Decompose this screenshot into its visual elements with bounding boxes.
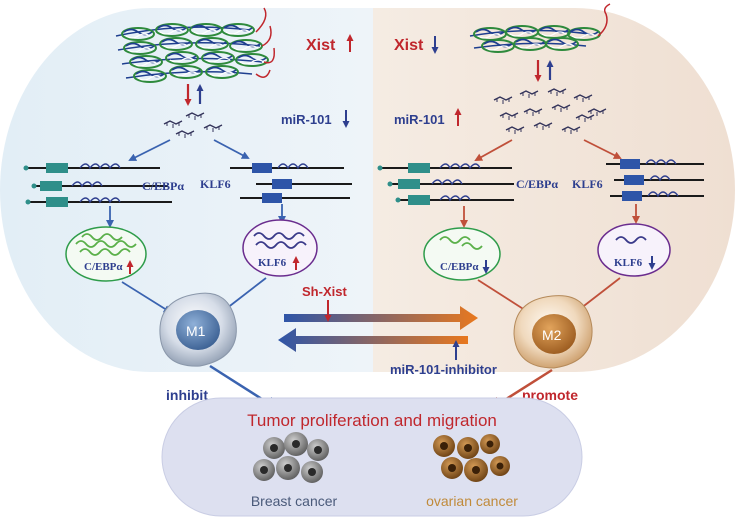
right-gene-to-protein-arrows bbox=[460, 204, 640, 228]
m1-cell-label: M1 bbox=[186, 323, 206, 339]
left-cebpa-gene-label: C/EBPα bbox=[142, 179, 184, 193]
m2-macrophage-cell: M2 bbox=[513, 295, 593, 369]
right-klf6-gene-label: KLF6 bbox=[572, 177, 603, 191]
right-cebpa-gene-label: C/EBPα bbox=[516, 177, 558, 191]
left-cebpa-protein-label: C/EBPα bbox=[84, 260, 134, 274]
left-xist-mir-arrows bbox=[184, 84, 204, 106]
polarization-arrows bbox=[278, 306, 478, 352]
left-mir-to-gene-arrows bbox=[128, 139, 250, 161]
right-cebpa-protein-label: C/EBPα bbox=[440, 260, 490, 274]
right-cebpa-gene-strands bbox=[377, 163, 514, 205]
left-klf6-protein-text: KLF6 bbox=[258, 257, 287, 269]
left-mir101-text: miR-101 bbox=[281, 112, 332, 127]
left-cebpa-gene-strands bbox=[23, 163, 172, 207]
mir101-inhibitor-label: miR-101-inhibitor bbox=[390, 362, 497, 377]
left-klf6-protein-label: KLF6 bbox=[258, 256, 300, 270]
sh-xist-label: Sh-Xist bbox=[302, 284, 347, 299]
left-xist-text: Xist bbox=[306, 37, 336, 54]
m1-macrophage-cell: M1 bbox=[159, 292, 237, 367]
breast-cancer-cells-illustration bbox=[253, 432, 329, 483]
left-xist-label: Xist bbox=[306, 34, 354, 54]
inhibit-label: inhibit bbox=[166, 387, 208, 403]
m1-to-m2-arrow bbox=[284, 306, 478, 330]
tumor-panel: Tumor proliferation and migration bbox=[161, 397, 583, 517]
right-klf6-protein-label: KLF6 bbox=[614, 256, 656, 270]
right-mir-to-gene-arrows bbox=[474, 139, 622, 161]
right-xist-text: Xist bbox=[394, 37, 424, 54]
right-xist-label: Xist bbox=[394, 36, 439, 54]
right-mir101-text: miR-101 bbox=[394, 112, 445, 127]
sh-xist-intervention: Sh-Xist bbox=[302, 284, 347, 322]
left-panel-background bbox=[0, 8, 373, 372]
left-klf6-gene-strands bbox=[230, 163, 352, 203]
right-klf6-protein-text: KLF6 bbox=[614, 257, 643, 269]
left-cebpa-protein-text: C/EBPα bbox=[84, 261, 123, 273]
right-xist-mir-arrows bbox=[534, 60, 554, 82]
left-klf6-gene-label: KLF6 bbox=[200, 177, 231, 191]
right-cebpa-protein-ellipse bbox=[423, 227, 501, 281]
tumor-title: Tumor proliferation and migration bbox=[247, 411, 497, 430]
right-mir101-label: miR-101 bbox=[394, 108, 462, 127]
ovarian-cancer-label: ovarian cancer bbox=[426, 493, 518, 509]
left-cebpa-protein-ellipse bbox=[65, 226, 147, 282]
breast-cancer-label: Breast cancer bbox=[251, 493, 338, 509]
m2-to-m1-arrow bbox=[278, 328, 468, 352]
ovarian-cancer-cells-illustration bbox=[433, 434, 510, 482]
left-gene-to-protein-arrows bbox=[106, 204, 286, 228]
mir101-inhibitor-intervention: miR-101-inhibitor bbox=[390, 340, 497, 377]
m2-cell-label: M2 bbox=[542, 327, 562, 343]
right-panel-background bbox=[373, 8, 735, 372]
left-mir101-label: miR-101 bbox=[281, 110, 350, 128]
right-cebpa-protein-text: C/EBPα bbox=[440, 261, 479, 273]
right-klf6-gene-strands bbox=[606, 159, 704, 201]
right-xist-rna-cluster bbox=[469, 3, 611, 53]
left-xist-rna-cluster bbox=[115, 7, 276, 83]
